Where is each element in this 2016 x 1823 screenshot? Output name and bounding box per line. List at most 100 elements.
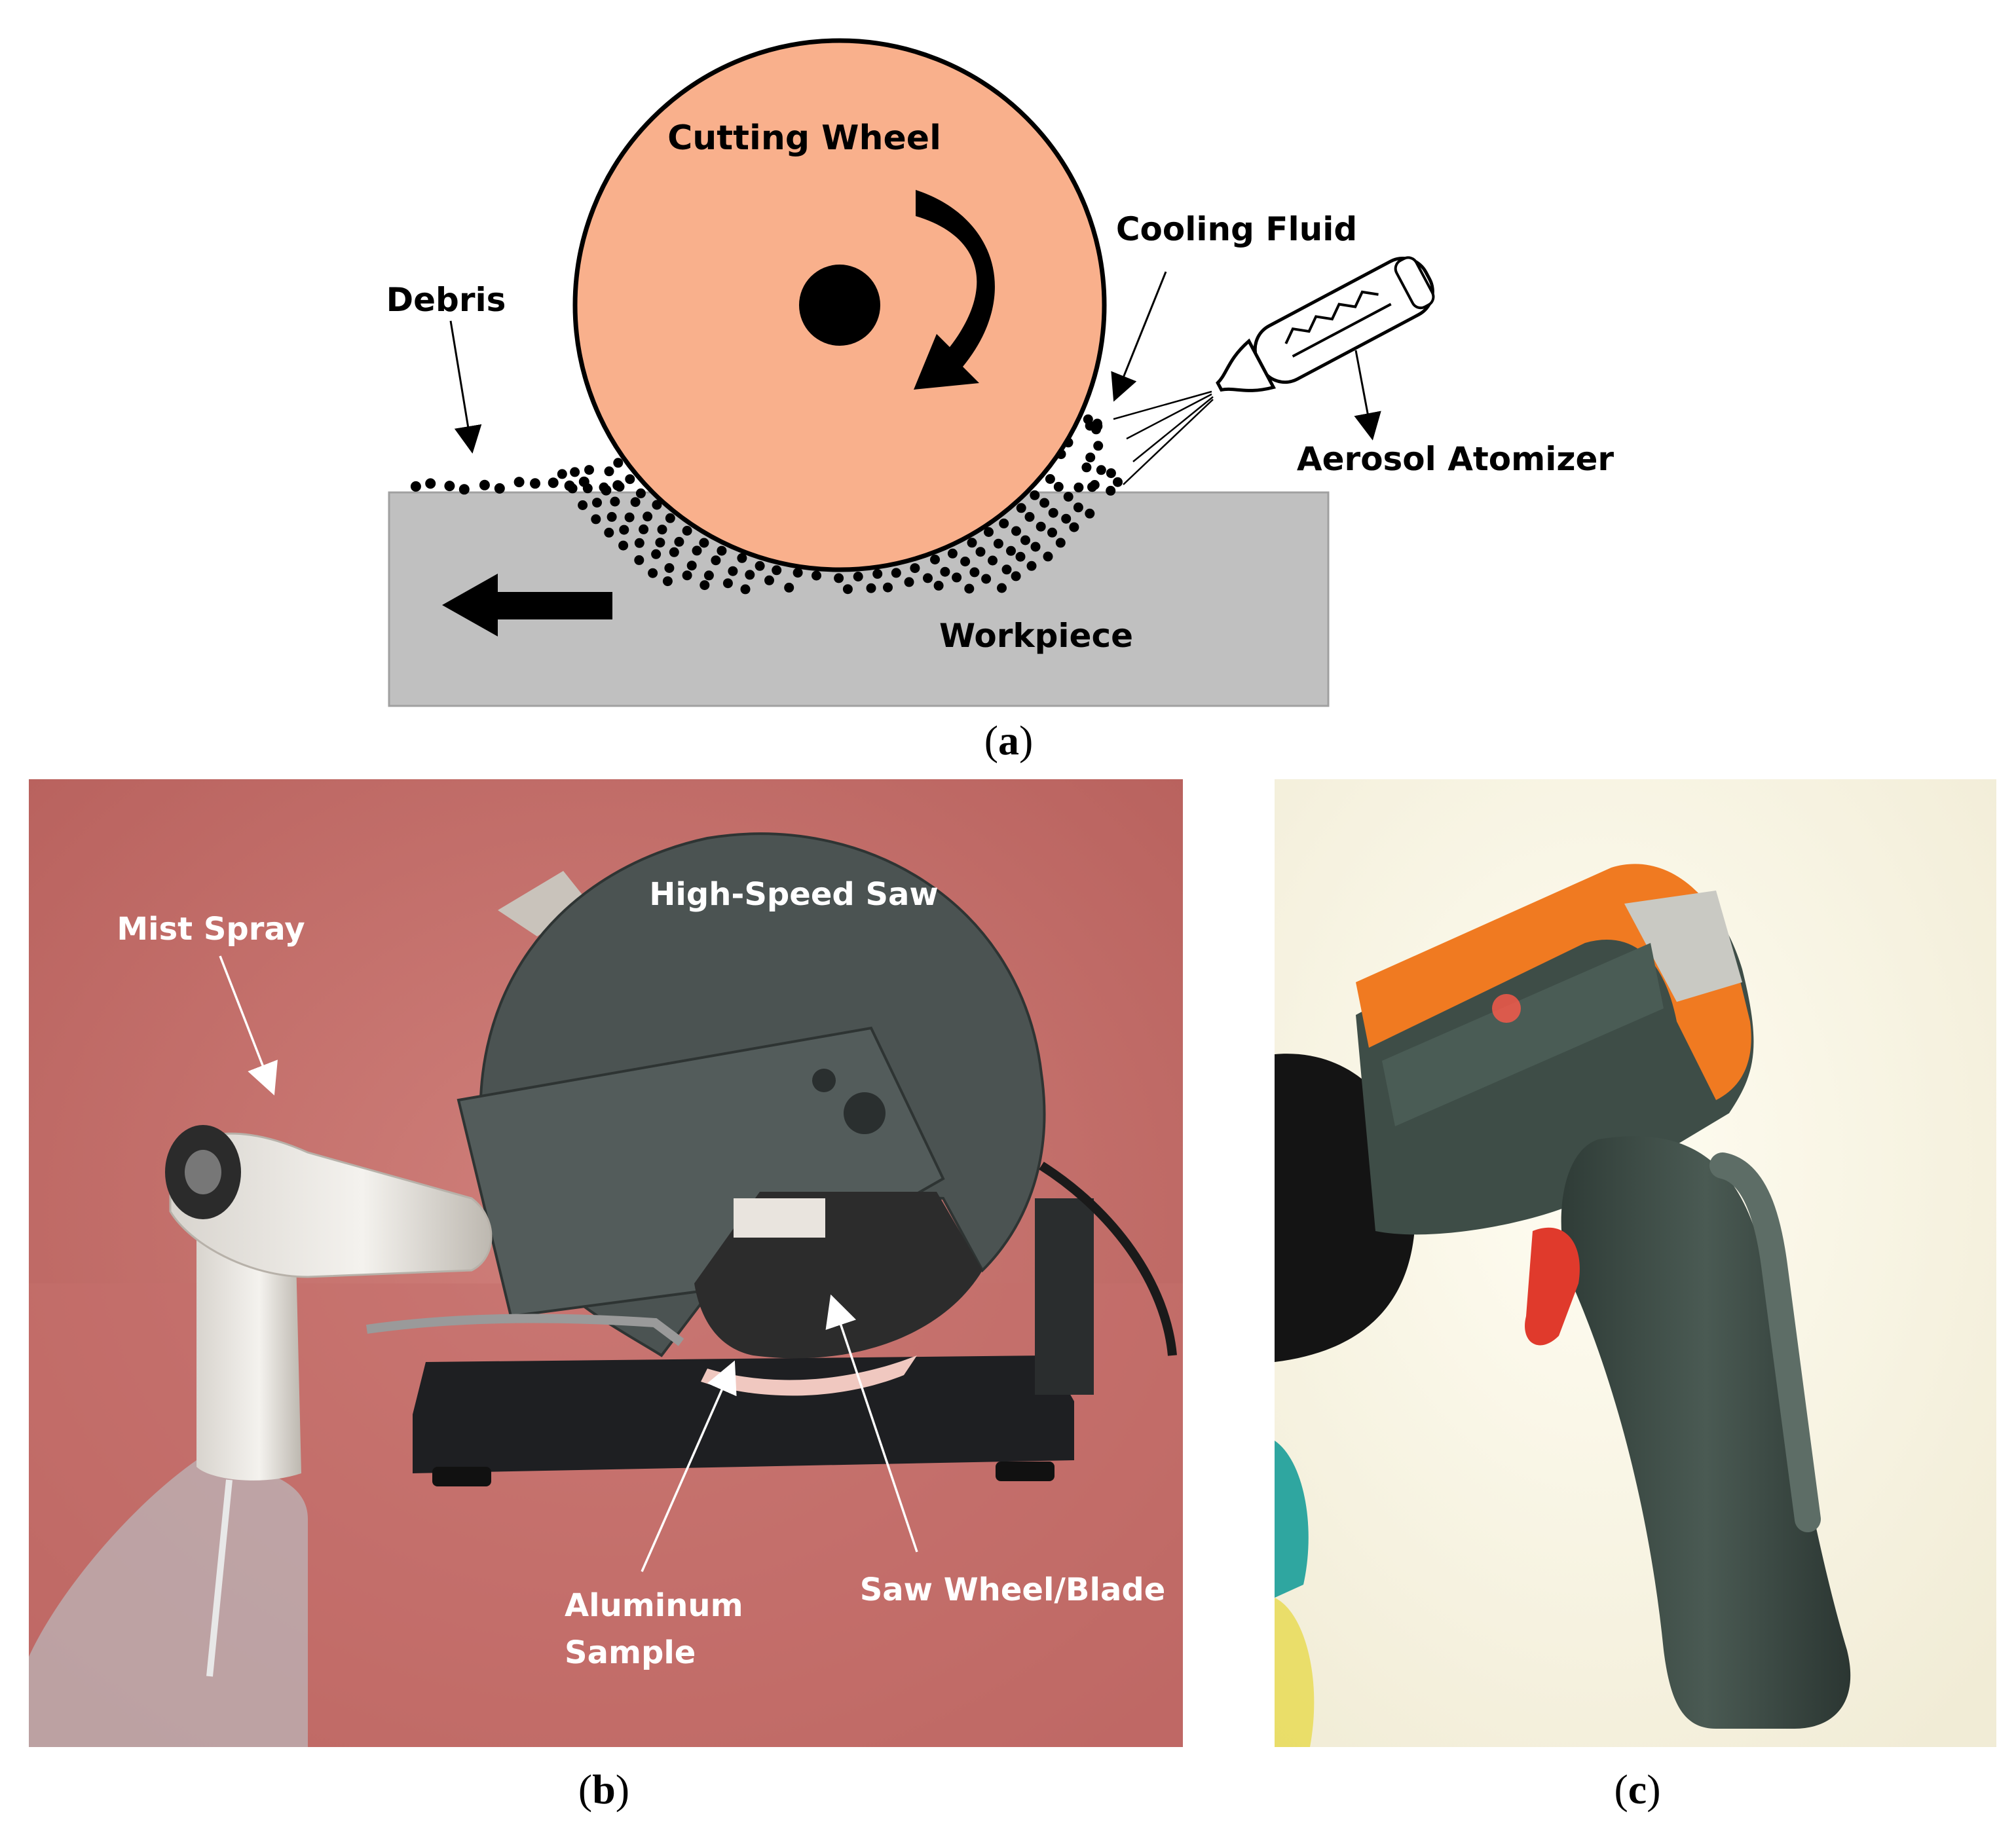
debris-dot <box>582 483 593 494</box>
caption-a-letter: a <box>998 717 1019 764</box>
panel-b-photo: High-Speed Saw Mist Spray Aluminum Sampl… <box>29 779 1183 1813</box>
debris-dot <box>651 549 662 559</box>
debris-dot <box>570 467 580 477</box>
debris-dot <box>923 573 933 583</box>
saw-base <box>413 1355 1074 1473</box>
debris-dot <box>784 582 794 593</box>
debris-dot <box>1024 511 1035 522</box>
debris-dot <box>842 584 853 595</box>
caption-c: (c) <box>1614 1766 1660 1813</box>
mist-spray-arrow <box>219 955 278 1096</box>
debris-dot <box>1083 414 1093 424</box>
debris-dot <box>940 566 950 577</box>
debris-dot <box>657 525 667 535</box>
debris-dot <box>578 500 588 510</box>
debris-dot <box>604 466 614 477</box>
debris-dot <box>634 538 644 548</box>
debris-dot <box>643 511 653 522</box>
debris-dot <box>866 583 876 593</box>
debris-dot <box>692 545 702 556</box>
debris-dot <box>755 561 765 571</box>
debris-dot <box>425 478 436 489</box>
debris-dot <box>933 580 944 591</box>
debris-dot <box>703 570 714 581</box>
debris-dot <box>1026 561 1037 571</box>
debris-dot <box>722 578 733 589</box>
debris-dot <box>999 518 1009 528</box>
debris-dot <box>1053 481 1064 492</box>
debris-dot <box>479 479 490 490</box>
debris-dot <box>610 496 620 507</box>
debris-dot <box>1106 485 1116 496</box>
cutting-wheel-label: Cutting Wheel <box>667 119 941 158</box>
debris-dot <box>952 572 962 583</box>
debris-dot <box>1016 503 1026 513</box>
debris-dot <box>891 568 901 578</box>
debris-dot <box>513 477 525 488</box>
feed-direction-arrow <box>442 574 612 636</box>
debris-dot <box>1113 477 1123 487</box>
debris-dot <box>652 500 662 510</box>
workpiece-label: Workpiece <box>939 617 1133 655</box>
debris-dot <box>639 524 649 534</box>
debris-dot <box>812 570 821 581</box>
aluminum-sample-label-line1: Aluminum <box>565 1587 743 1624</box>
debris-dot <box>635 488 646 498</box>
mist-spray-label: Mist Spray <box>117 911 305 948</box>
caption-b: (b) <box>578 1766 629 1813</box>
debris-dot <box>988 555 998 566</box>
debris-dot <box>1081 462 1092 473</box>
debris-dot <box>619 525 629 535</box>
ir-thermometer <box>1356 864 1851 1729</box>
caption-b-letter: b <box>592 1766 616 1813</box>
aluminum-sample-label-line2: Sample <box>565 1634 696 1671</box>
debris-dot <box>1085 452 1096 463</box>
debris-dot <box>1036 521 1046 532</box>
debris-dot <box>607 511 617 522</box>
mist-spray-device <box>29 1125 493 1747</box>
debris-dot <box>458 484 470 495</box>
debris-dot <box>1093 441 1104 451</box>
debris-dot <box>717 545 727 556</box>
cooling-fluid-label: Cooling Fluid <box>1116 210 1357 248</box>
debris-dot <box>883 582 893 593</box>
debris-dot <box>410 481 421 492</box>
debris-dot <box>599 482 609 492</box>
debris-dot <box>834 573 844 583</box>
debris-dot <box>548 477 559 488</box>
debris-dot <box>737 553 747 563</box>
debris-dot <box>1006 545 1016 556</box>
debris-dot <box>1087 482 1097 492</box>
debris-dot <box>997 583 1007 593</box>
debris-dot <box>444 481 455 492</box>
debris-dot <box>674 536 684 547</box>
debris-dot <box>969 567 980 578</box>
thermometer-grip <box>1561 1136 1851 1729</box>
debris-dot <box>1091 424 1102 435</box>
debris-dot <box>1085 508 1095 519</box>
debris-dot <box>993 538 1003 549</box>
debris-dot <box>1055 538 1066 548</box>
debris-dot <box>591 514 601 525</box>
debris-dot <box>557 469 567 479</box>
caption-a: (a) <box>984 717 1034 764</box>
debris-dot <box>872 568 883 579</box>
debris-dot <box>592 498 602 508</box>
debris-dot <box>655 538 665 548</box>
debris-dot <box>664 563 675 573</box>
debris-dot <box>1030 490 1040 500</box>
saw-wheel-blade-label: Saw Wheel/Blade <box>860 1572 1166 1608</box>
debris-dot <box>711 555 721 566</box>
debris-dot <box>1043 551 1053 562</box>
aluminum-sample-arrow <box>641 1360 737 1572</box>
debris-dot <box>1096 465 1106 475</box>
saw-wheel-arrow <box>825 1294 918 1553</box>
debris-dot <box>910 563 920 574</box>
debris-dot <box>904 577 914 587</box>
debris-arrow <box>449 320 482 454</box>
debris-dot <box>740 584 751 595</box>
debris-dot <box>975 547 986 557</box>
debris-dot <box>686 561 697 571</box>
debris-dot <box>984 527 994 537</box>
debris-dot <box>1039 498 1050 508</box>
